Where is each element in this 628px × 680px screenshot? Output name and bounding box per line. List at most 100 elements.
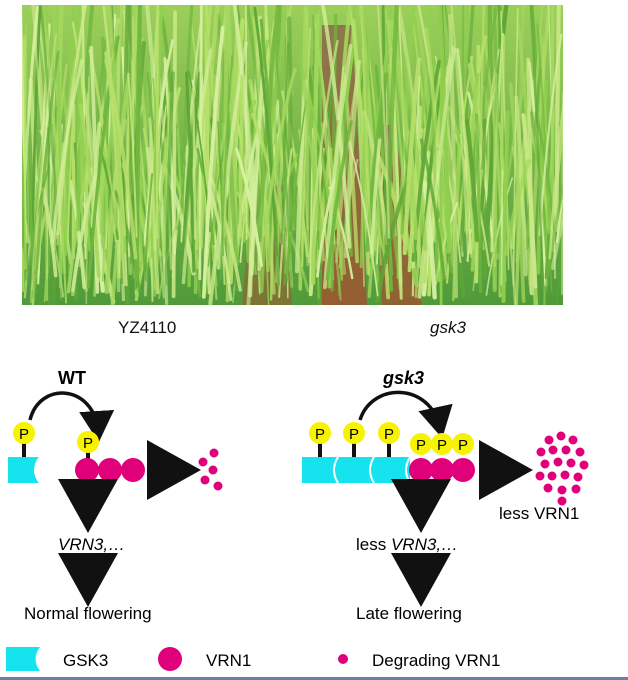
wt-panel: WT P P VRN3,… Normal flowering <box>8 368 223 623</box>
gsk3-phosphate-label: P <box>349 426 359 443</box>
gsk3-outcome-label: Late flowering <box>356 604 462 623</box>
wheat-blade <box>485 177 514 296</box>
wheat-blade <box>253 6 279 257</box>
wheat-blade <box>181 48 213 285</box>
gsk3-vrn1-phosphate-label: P <box>416 437 426 454</box>
wheat-blade <box>33 36 51 267</box>
wheat-blade <box>525 68 542 250</box>
wheat-blade <box>250 112 285 235</box>
wheat-blade <box>554 5 561 232</box>
wheat-blade <box>429 47 457 253</box>
gsk3-phosphate <box>309 422 331 444</box>
legend-degrading-label: Degrading VRN1 <box>372 651 501 670</box>
legend-degrading-swatch <box>338 654 348 664</box>
wheat-blade <box>402 57 422 256</box>
gsk3-vrn1-phosphate <box>452 433 474 455</box>
wheat-blade <box>529 5 544 289</box>
gsk3-phosphate-label: P <box>384 426 394 443</box>
wheat-blade <box>316 178 336 278</box>
wheat-blade <box>29 33 58 303</box>
wheat-blade <box>514 95 528 277</box>
gsk3-degrading-dots <box>535 431 589 506</box>
wheat-blade <box>24 21 30 241</box>
wheat-blade <box>275 62 293 289</box>
wheat-blade <box>155 5 159 240</box>
wheat-blade <box>191 87 197 240</box>
wheat-blade <box>461 5 465 253</box>
wt-gsk3-shape <box>8 457 40 483</box>
wt-target-label: VRN3,… <box>58 535 125 554</box>
wheat-blade <box>198 5 220 248</box>
wheat-blade <box>464 118 480 243</box>
legend-vrn1-label: VRN1 <box>206 651 251 670</box>
wheat-blade <box>419 138 446 281</box>
wheat-blade <box>330 13 338 292</box>
wt-vrn1-circle <box>121 458 145 482</box>
wheat-blade <box>521 113 538 289</box>
wheat-blade <box>44 7 63 299</box>
gsk3-less-vrn1-label: less VRN1 <box>499 504 579 523</box>
gsk3-phosphate-label: P <box>315 426 325 443</box>
wt-degrading-dots <box>198 448 223 491</box>
wheat-blade <box>348 141 379 297</box>
wheat-blade <box>297 54 322 232</box>
gsk3-panel: gsk3 P P P P P P <box>302 368 589 623</box>
wheat-blade <box>39 5 60 232</box>
wheat-blade <box>424 27 448 276</box>
wheat-blade <box>536 80 549 275</box>
wheat-blade <box>219 54 234 280</box>
gsk3-vrn1-circle <box>430 458 454 482</box>
wheat-blade <box>497 122 510 233</box>
wheat-blade <box>164 71 175 285</box>
wt-phosphate-label-1: P <box>19 426 29 443</box>
wheat-blade <box>202 25 225 299</box>
wt-title: WT <box>58 368 86 388</box>
wheat-blade <box>104 58 138 260</box>
gsk3-vrn1-circle <box>451 458 475 482</box>
gsk3-phosphate <box>343 422 365 444</box>
wheat-blade <box>41 187 58 278</box>
gsk3-target-gene: VRN3,… <box>391 535 458 554</box>
wheat-field-image <box>22 5 563 305</box>
gsk3-target-prefix: less <box>356 535 391 554</box>
wheat-blade <box>479 118 487 252</box>
wheat-field-photo <box>22 5 563 305</box>
wheat-blade <box>450 5 470 263</box>
wheat-blade <box>323 44 353 290</box>
wheat-blade <box>281 42 290 245</box>
wheat-blade <box>23 40 27 270</box>
wheat-blade <box>249 69 266 276</box>
gsk3-phosphate <box>378 422 400 444</box>
gsk3-title: gsk3 <box>382 368 424 388</box>
wheat-blade <box>320 5 352 249</box>
wheat-blade <box>402 57 428 251</box>
wt-vrn1-circle <box>98 458 122 482</box>
wheat-blade <box>325 120 353 281</box>
wheat-blade <box>235 147 263 267</box>
wheat-blade <box>538 33 563 236</box>
wheat-blade <box>71 174 97 292</box>
gsk3-curved-arrow <box>358 390 453 439</box>
wheat-blade <box>359 37 371 269</box>
wheat-blade <box>370 138 382 255</box>
wheat-blade <box>492 72 498 293</box>
wheat-blade <box>30 5 42 240</box>
wt-curved-arrow <box>28 391 115 443</box>
wheat-blade <box>463 114 474 250</box>
wheat-blade <box>33 50 60 299</box>
wheat-blade <box>102 118 128 274</box>
wheat-blade <box>158 208 183 300</box>
bottom-frame-line <box>0 677 628 680</box>
gsk3-gsk3-chain <box>302 457 410 483</box>
wheat-blade <box>361 47 372 259</box>
wheat-blade <box>56 5 88 236</box>
legend-gsk3-swatch <box>6 647 40 671</box>
wt-phosphate-vrn1 <box>77 431 99 453</box>
wt-vrn1-circle <box>75 458 99 482</box>
wheat-blade <box>289 100 307 254</box>
wheat-blade <box>504 158 532 256</box>
legend-vrn1-swatch <box>158 647 182 671</box>
wheat-blade <box>315 42 344 281</box>
wheat-blade <box>544 182 563 293</box>
wheat-blade <box>474 113 483 294</box>
